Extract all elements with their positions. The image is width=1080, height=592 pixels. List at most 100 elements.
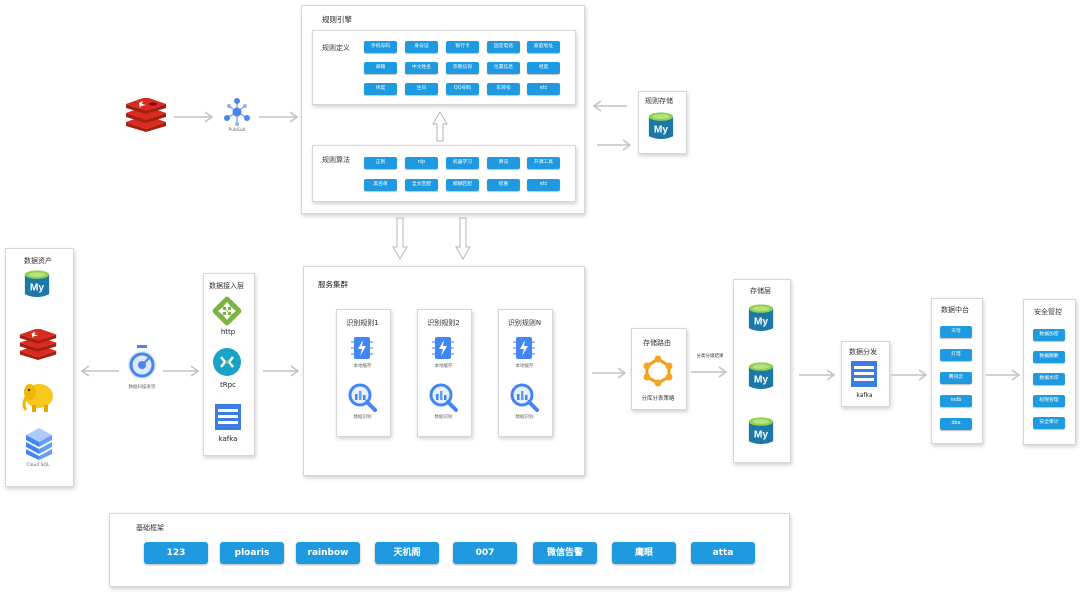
rule-definition-chip: 车牌号 <box>487 83 520 95</box>
arrow-route-to-storage <box>691 366 728 378</box>
mysql-icon: My <box>23 269 51 304</box>
arrow-storage-to-engine <box>592 100 627 112</box>
foundation-chip: 鹰眼 <box>612 542 676 564</box>
rule-definition-chip: 经度 <box>527 62 560 74</box>
rule-algorithm-label: 规则算法 <box>322 156 350 164</box>
rule-node-panel <box>417 309 472 437</box>
arrow-up-algorithm-to-definition <box>432 111 448 142</box>
data-identify-icon <box>347 382 377 416</box>
data-identify-icon <box>509 382 539 416</box>
rule-definition-chip: 邮箱 <box>364 62 397 74</box>
security-chip: 权限管理 <box>1033 395 1065 407</box>
rule-algorithm-chip: 黑名单 <box>364 179 397 191</box>
rule-algorithm-chip: 模糊匹配 <box>446 179 479 191</box>
local-cache-label: 本地缓存 <box>515 364 534 369</box>
storage-route-panel <box>631 328 687 410</box>
svg-text:My: My <box>754 316 769 327</box>
rule-definition-chip: 宗教信仰 <box>446 62 479 74</box>
arrow-cluster-to-route <box>592 367 627 379</box>
rule-algorithm-chip: 开源工具 <box>527 157 560 169</box>
foundation-panel <box>109 513 790 587</box>
local-cache-icon <box>430 334 456 366</box>
svg-text:My: My <box>754 429 769 440</box>
data-middle-chip: mdb <box>940 395 972 407</box>
rule-algorithm-chip: etc <box>527 179 560 191</box>
svg-text:My: My <box>30 282 45 293</box>
rule-definition-chip: 手机号码 <box>364 41 397 53</box>
data-identify-label: 数据识别 <box>353 415 372 420</box>
svg-text:My: My <box>654 124 669 135</box>
data-middle-chip: dba <box>940 418 972 430</box>
cloud-sql-label: Cloud SQL <box>26 463 50 468</box>
arrow-scan-to-access <box>163 365 200 377</box>
foundation-chip: 007 <box>453 542 517 564</box>
arrow-access-to-cluster <box>263 365 300 377</box>
foundation-chip: 天机阁 <box>375 542 439 564</box>
rule-algorithm-chip: nlp <box>405 157 438 169</box>
security-chip: 安全审计 <box>1033 417 1065 429</box>
data-identify-icon <box>428 382 458 416</box>
data-distribution-sub: kafka <box>856 392 873 399</box>
data-scan-label: 数据扫描发现 <box>128 385 156 390</box>
rule-algorithm-chip: 算法 <box>487 157 520 169</box>
arrow-engine-to-cluster-1 <box>392 217 408 260</box>
rule-algorithm-chip: 正则 <box>364 157 397 169</box>
local-cache-label: 本地缓存 <box>353 364 372 369</box>
local-cache-icon <box>511 334 537 366</box>
arrow-storage-to-distribution <box>799 369 836 381</box>
mysql-icon: My <box>647 111 675 146</box>
data-scan-icon <box>128 345 156 379</box>
rule-definition-chip: 中文姓名 <box>405 62 438 74</box>
rule-definition-chip: etc <box>527 83 560 95</box>
trpc-icon <box>213 348 241 376</box>
arrow-engine-to-cluster-2 <box>455 217 471 260</box>
rule-definition-chip: 身份证 <box>405 41 438 53</box>
redis-icon <box>126 98 166 132</box>
hadoop-elephant-icon <box>22 384 53 412</box>
storage-layer-title: 存储层 <box>750 287 771 295</box>
access-layer-title: 数据接入层 <box>209 282 244 290</box>
data-identify-label: 数据识别 <box>515 415 534 420</box>
arrow-middle-to-security <box>986 369 1021 381</box>
arrow-distribution-to-middle <box>891 369 928 381</box>
mysql-icon: My <box>747 416 775 451</box>
rule-node-title: 识别规则2 <box>427 319 460 327</box>
data-distribution-panel <box>841 341 890 407</box>
rule-definition-chip: 固定电话 <box>487 41 520 53</box>
foundation-chip: atta <box>691 542 755 564</box>
data-middle-chip: 天穹 <box>940 326 972 338</box>
rule-node-panel <box>498 309 553 437</box>
security-chip: 数据脱敏 <box>1033 351 1065 363</box>
rule-algorithm-panel <box>312 145 576 202</box>
http-label: http <box>220 328 236 336</box>
storage-route-title: 存储路由 <box>643 339 671 347</box>
pubsub-icon <box>224 98 250 126</box>
security-title: 安全管控 <box>1034 308 1062 316</box>
foundation-chip: ploaris <box>220 542 284 564</box>
arrow-redis-to-pubsub <box>174 111 214 123</box>
rule-definition-chip: 纬度 <box>364 83 397 95</box>
data-middle-chip: 腾讯云 <box>940 372 972 384</box>
local-cache-icon <box>349 334 375 366</box>
rule-node-title: 识别规则N <box>507 319 542 327</box>
rule-node-title: 识别规则1 <box>346 319 379 327</box>
kafka-icon <box>215 404 241 430</box>
data-assets-title: 数据资产 <box>24 257 52 265</box>
security-chip: 数据加密 <box>1033 329 1065 341</box>
foundation-chip: 123 <box>144 542 208 564</box>
arrow-pubsub-to-engine <box>259 111 299 123</box>
rule-storage-title: 规则存储 <box>645 97 673 105</box>
rule-definition-chip: 生日 <box>405 83 438 95</box>
rule-node-panel <box>336 309 391 437</box>
storage-route-icon <box>643 355 673 387</box>
svg-text:My: My <box>754 374 769 385</box>
data-identify-label: 数据识别 <box>434 415 453 420</box>
storage-route-sub: 分库分表策略 <box>641 396 675 402</box>
kafka-label: kafka <box>218 435 238 443</box>
redis-icon <box>19 329 57 360</box>
rule-definition-chip: 家庭地址 <box>527 41 560 53</box>
cloud-sql-icon <box>26 428 52 460</box>
kafka-icon <box>851 361 877 387</box>
trpc-label: tRpc <box>220 381 236 389</box>
service-cluster-title: 服务集群 <box>318 280 348 289</box>
